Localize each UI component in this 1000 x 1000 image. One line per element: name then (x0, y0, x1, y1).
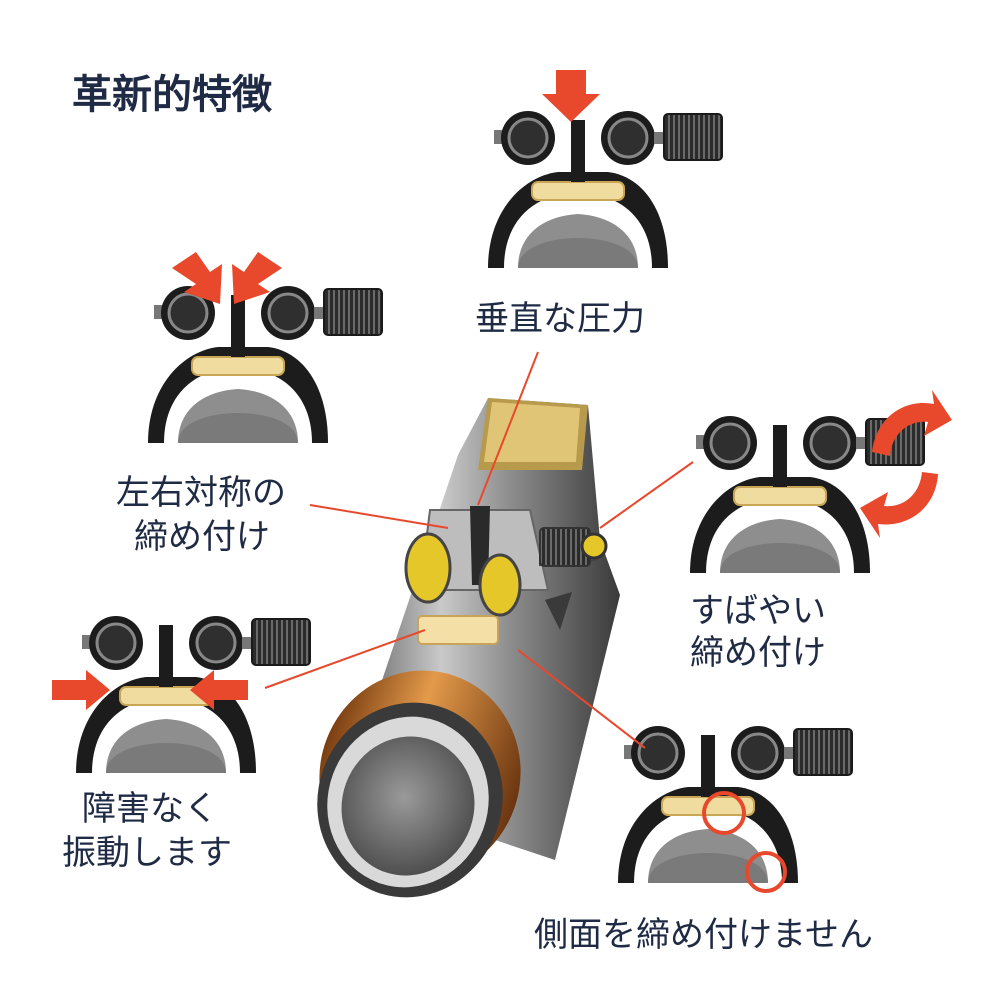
circle-highlight-icon (702, 791, 787, 893)
section-right-lower (616, 724, 854, 885)
mouthpiece-illustration (317, 398, 620, 898)
label-free-vibration-line2: 振動します (62, 833, 232, 873)
inward-arrows-icon (52, 670, 248, 710)
label-symmetric-clamping-line1: 左右対称の (116, 473, 286, 513)
down-arrow-icon (542, 70, 600, 122)
section-top (486, 109, 724, 270)
section-left-lower (74, 614, 312, 775)
label-quick-clamping-line1: すばやい (690, 591, 826, 631)
leader-lines (264, 351, 694, 749)
label-symmetric-clamping-line2: 締め付け (134, 517, 270, 557)
label-no-side-clamping: 側面を締め付けません (534, 915, 873, 955)
page-title: 革新的特徴 (72, 72, 272, 118)
section-left-upper (146, 284, 384, 445)
rotate-arrows-icon (860, 390, 952, 538)
label-free-vibration-line1: 障害なく (82, 789, 218, 829)
diagonal-arrows-icon (172, 252, 282, 304)
label-vertical-pressure: 垂直な圧力 (475, 299, 645, 339)
label-quick-clamping-line2: 締め付け (690, 633, 826, 673)
